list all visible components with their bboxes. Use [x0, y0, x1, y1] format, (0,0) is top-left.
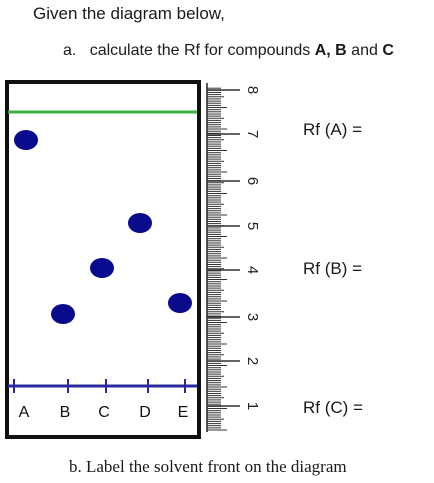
ruler-label: 4 — [244, 266, 261, 274]
lane-ticks — [13, 379, 186, 393]
rf-c-label: Rf (C) = — [303, 398, 363, 417]
compound-b-label: B — [335, 42, 347, 59]
lane-label-c: C — [98, 404, 110, 421]
lane-label-d: D — [139, 404, 151, 421]
lane-label-b: B — [60, 404, 71, 421]
compound-a-label: A, — [314, 42, 331, 59]
intro-text: Given the diagram below, — [33, 4, 225, 23]
separator-and: and — [346, 42, 383, 59]
ruler-label: 5 — [244, 222, 261, 230]
ruler-label: 3 — [244, 313, 261, 321]
spot-a — [14, 130, 38, 150]
spot-e — [168, 293, 192, 313]
ruler-label: 8 — [244, 86, 261, 94]
spot-b — [51, 304, 75, 324]
rf-b-label: Rf (B) = — [303, 259, 363, 278]
ruler-label: 7 — [244, 130, 261, 138]
ruler-label: 2 — [244, 357, 261, 365]
spot-d — [128, 213, 152, 233]
question-a-marker: a. — [63, 42, 77, 59]
question-a-text: calculate the Rf for compounds — [89, 42, 315, 59]
rf-a-label: Rf (A) = — [303, 120, 363, 139]
question-b: b. Label the solvent front on the diagra… — [69, 457, 347, 476]
ruler: 8 7 6 5 4 3 2 1 — [206, 83, 261, 432]
compound-c-label: C — [382, 42, 394, 59]
lane-label-e: E — [178, 404, 189, 421]
ruler-label: 1 — [244, 402, 261, 410]
ruler-label: 6 — [244, 177, 261, 185]
question-a: a. calculate the Rf for compounds A, B a… — [63, 42, 394, 60]
tlc-plate — [5, 80, 201, 439]
lane-label-a: A — [19, 404, 30, 421]
spot-c — [90, 258, 114, 278]
